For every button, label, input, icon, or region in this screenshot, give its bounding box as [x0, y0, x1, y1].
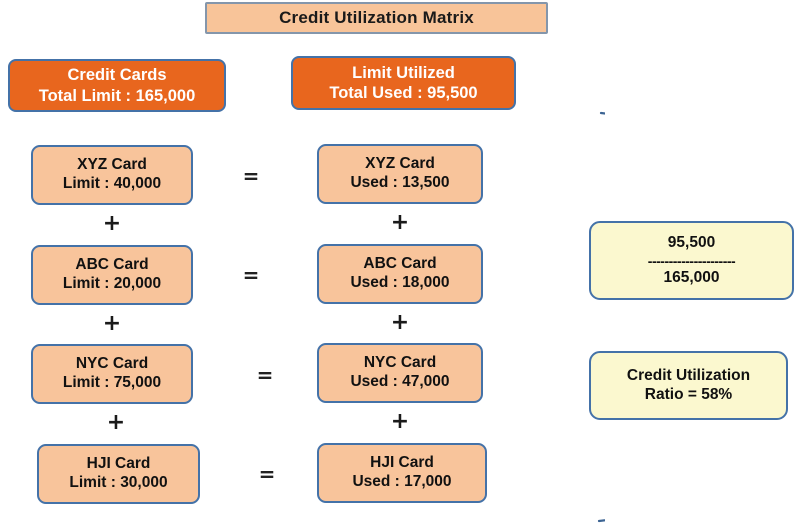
used-card-abc: ABC Card Used : 18,000: [317, 244, 483, 304]
limit-card-nyc-value: Limit : 75,000: [62, 374, 162, 391]
used-card-nyc-name: NYC Card: [363, 354, 437, 372]
limit-card-hji-value: Limit : 30,000: [69, 474, 168, 491]
page-title: Credit Utilization Matrix: [205, 2, 548, 34]
utilization-ratio-box: Credit Utilization Ratio = 58%: [589, 351, 788, 420]
fraction-denominator: 165,000: [663, 268, 720, 286]
equals-sign-row-4: =: [258, 462, 276, 486]
used-card-xyz: XYZ Card Used : 13,500: [317, 144, 483, 204]
limit-card-xyz-name: XYZ Card: [77, 156, 147, 174]
page-title-text: Credit Utilization Matrix: [279, 7, 474, 27]
plus-sign-right-1: +: [390, 210, 410, 235]
used-card-hji-value: Used : 17,000: [352, 473, 452, 490]
used-card-xyz-name: XYZ Card: [365, 155, 435, 173]
header-credit-cards: Credit Cards Total Limit : 165,000: [8, 59, 226, 112]
limit-card-xyz-value: Limit : 40,000: [62, 175, 162, 192]
used-card-abc-value: Used : 18,000: [350, 274, 450, 291]
equals-sign-row-1: =: [242, 164, 260, 188]
used-card-hji: HJI Card Used : 17,000: [317, 443, 487, 503]
plus-sign-left-2: +: [102, 311, 122, 336]
used-card-nyc: NYC Card Used : 47,000: [317, 343, 483, 403]
header-credit-cards-line1: Credit Cards: [67, 66, 167, 85]
limit-card-nyc-name: NYC Card: [75, 355, 149, 373]
plus-sign-left-1: +: [102, 211, 122, 236]
plus-sign-right-3: +: [390, 409, 410, 434]
plus-sign-left-3: +: [106, 410, 126, 435]
fraction-rule: ---------------------: [647, 252, 736, 269]
limit-card-abc: ABC Card Limit : 20,000: [31, 245, 193, 305]
equals-sign-row-3: =: [256, 363, 274, 387]
limit-card-abc-name: ABC Card: [75, 256, 149, 274]
header-limit-utilized-line2: Total Used : 95,500: [329, 84, 478, 102]
header-limit-utilized-line1: Limit Utilized: [352, 63, 455, 82]
used-card-hji-name: HJI Card: [370, 454, 434, 472]
utilization-ratio-label: Credit Utilization: [626, 366, 751, 384]
header-credit-cards-line2: Total Limit : 165,000: [38, 86, 196, 105]
limit-card-xyz: XYZ Card Limit : 40,000: [31, 145, 193, 205]
limit-card-hji: HJI Card Limit : 30,000: [37, 444, 200, 504]
limit-card-abc-value: Limit : 20,000: [62, 275, 162, 292]
limit-card-nyc: NYC Card Limit : 75,000: [31, 344, 193, 404]
utilization-ratio-value: Ratio = 58%: [644, 385, 733, 403]
plus-sign-right-2: +: [390, 310, 410, 335]
equals-sign-row-2: =: [242, 263, 260, 287]
used-card-abc-name: ABC Card: [363, 255, 437, 273]
used-card-xyz-value: Used : 13,500: [350, 174, 450, 191]
curly-brace-icon: [597, 111, 605, 523]
used-card-nyc-value: Used : 47,000: [350, 373, 450, 390]
fraction-numerator: 95,500: [667, 233, 716, 251]
limit-card-hji-name: HJI Card: [86, 455, 151, 473]
utilization-fraction-box: 95,500 --------------------- 165,000: [589, 221, 794, 300]
header-limit-utilized: Limit Utilized Total Used : 95,500: [291, 56, 516, 110]
